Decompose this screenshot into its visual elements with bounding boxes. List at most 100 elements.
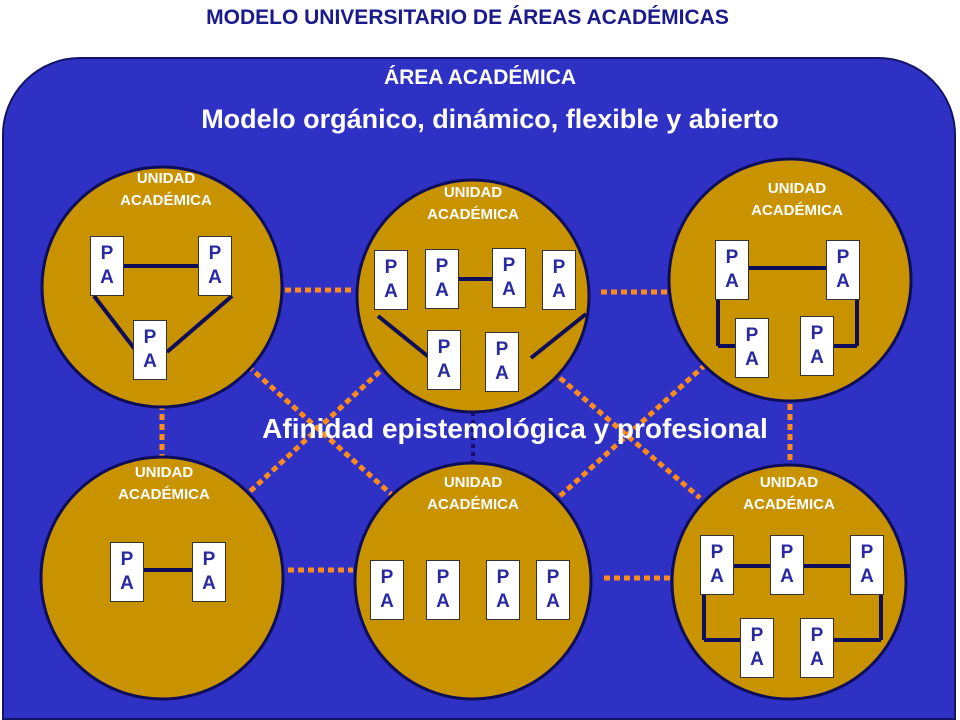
program-letter-2: A: [836, 271, 850, 292]
program-connector: [529, 312, 588, 360]
program-connector: [92, 294, 139, 354]
program-letter-2: A: [780, 566, 794, 587]
program-letter-2: A: [100, 267, 114, 288]
program-letter-2: A: [208, 267, 222, 288]
area-subtitle: Modelo orgánico, dinámico, flexible y ab…: [201, 104, 779, 134]
program-letter-2: A: [810, 649, 824, 670]
program-letter-1: P: [546, 567, 560, 588]
affinity-link-10: [558, 363, 707, 498]
program-letter-1: P: [435, 256, 449, 277]
program-letter-2: A: [552, 281, 566, 302]
program-letter-1: P: [745, 325, 759, 346]
program-letter-1: P: [384, 257, 398, 278]
program-letter-1: P: [725, 247, 739, 268]
program-letter-1: P: [860, 542, 874, 563]
unit-label-line2: ACADÉMICA: [427, 206, 519, 223]
program-letter-2: A: [436, 591, 450, 612]
program-letter-1: P: [202, 549, 216, 570]
program-letter-2: A: [384, 281, 398, 302]
affinity-links: [159, 287, 793, 581]
unit-circles: [39, 157, 913, 701]
program-letter-1: P: [380, 567, 394, 588]
program-letter-1: P: [436, 567, 450, 588]
program-letter-1: P: [495, 339, 509, 360]
program-letter-2: A: [437, 361, 451, 382]
academic-unit-circle-5: [353, 461, 593, 701]
unit-label-line2: ACADÉMICA: [743, 496, 835, 513]
affinity-label: Afinidad epistemológica y profesional: [262, 413, 768, 444]
program-letter-2: A: [710, 566, 724, 587]
program-letter-2: A: [435, 280, 449, 301]
program-letter-1: P: [552, 257, 566, 278]
program-letter-2: A: [143, 351, 157, 372]
affinity-link-9: [558, 376, 702, 500]
program-letter-1: P: [208, 243, 222, 264]
program-letter-2: A: [502, 279, 516, 300]
program-letter-1: P: [836, 247, 850, 268]
unit-label-line2: ACADÉMICA: [118, 486, 210, 503]
unit-label: UNIDAD ACADÉMICA: [717, 178, 877, 222]
program-connectors: [92, 264, 883, 642]
program-letter-1: P: [502, 255, 516, 276]
program-letter-1: P: [710, 542, 724, 563]
program-letter-1: P: [810, 625, 824, 646]
page-title: MODELO UNIVERSITARIO DE ÁREAS ACADÉMICAS: [206, 6, 729, 29]
program-letter-2: A: [120, 573, 134, 594]
academic-unit-circle-1: [40, 165, 284, 409]
program-letter-1: P: [437, 337, 451, 358]
program-letter-1: P: [780, 542, 794, 563]
unit-label-line2: ACADÉMICA: [120, 192, 212, 209]
academic-unit-circle-3: [667, 157, 913, 403]
academic-unit-circle-2: [355, 178, 591, 414]
unit-label: UNIDAD ACADÉMICA: [709, 472, 869, 516]
program-letter-2: A: [725, 271, 739, 292]
program-letter-1: P: [496, 567, 510, 588]
unit-label-line2: ACADÉMICA: [751, 202, 843, 219]
unit-label-line1: UNIDAD: [767, 180, 827, 197]
program-letter-1: P: [143, 327, 157, 348]
program-letter-2: A: [202, 573, 216, 594]
program-letter-2: A: [860, 566, 874, 587]
unit-label-line1: UNIDAD: [759, 474, 819, 491]
academic-unit-circle-4: [39, 455, 285, 701]
program-letter-2: A: [745, 349, 759, 370]
program-connector: [165, 294, 234, 354]
affinity-link-8: [241, 360, 392, 500]
program-letter-1: P: [120, 549, 134, 570]
unit-label-line1: UNIDAD: [443, 474, 503, 491]
program-letter-2: A: [495, 363, 509, 384]
program-letter-2: A: [750, 649, 764, 670]
program-letter-2: A: [810, 347, 824, 368]
program-connector: [376, 314, 432, 360]
unit-label-line2: ACADÉMICA: [427, 496, 519, 513]
program-letter-1: P: [100, 243, 114, 264]
program-letter-1: P: [810, 323, 824, 344]
